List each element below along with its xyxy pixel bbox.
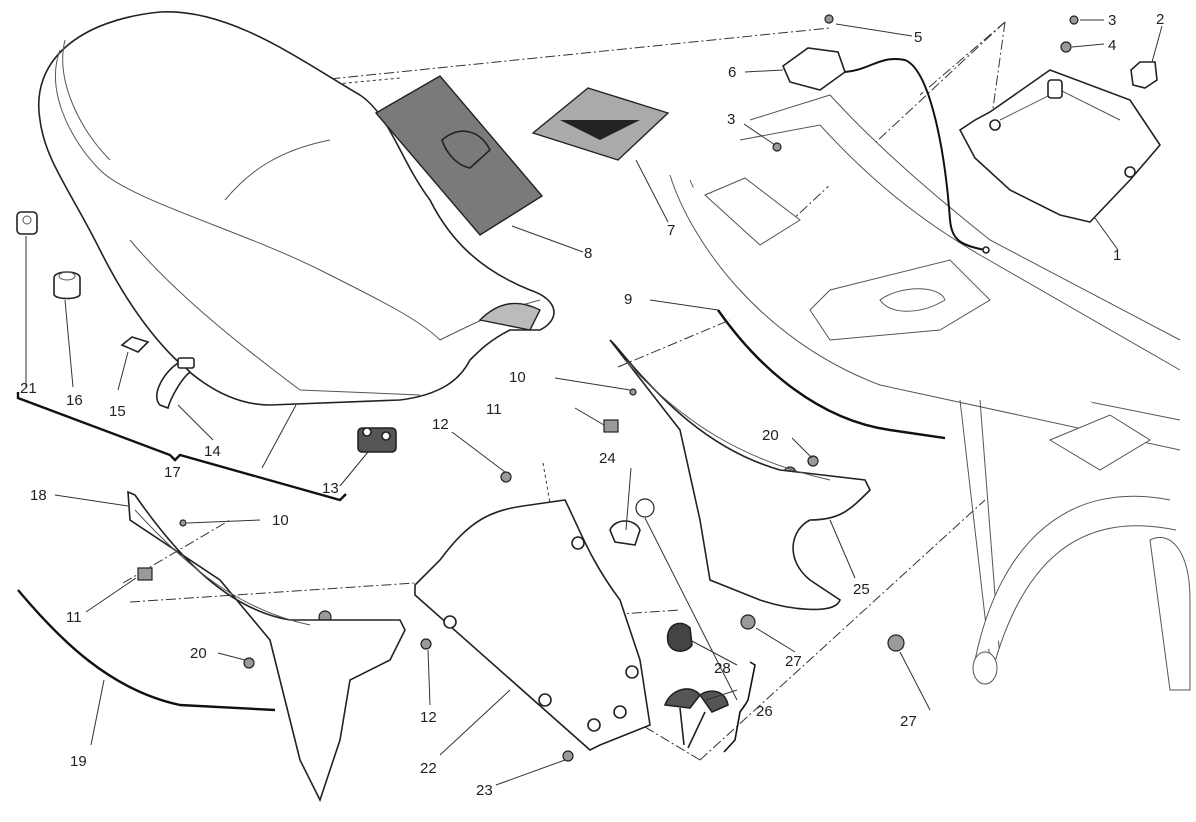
callout-28[interactable]: 28	[714, 660, 731, 677]
callout-6[interactable]: 6	[728, 64, 736, 81]
trim-strip-left-19[interactable]	[17, 589, 276, 712]
callout-3[interactable]: 3	[1108, 12, 1116, 29]
callout-25[interactable]: 25	[853, 581, 870, 598]
callout-14[interactable]: 14	[204, 443, 221, 460]
callout-3[interactable]: 3	[727, 111, 735, 128]
clip-21[interactable]	[16, 211, 38, 235]
seat-lock-6[interactable]	[782, 47, 990, 254]
bushing-24[interactable]	[609, 520, 641, 546]
rubber-buffer-16[interactable]	[53, 271, 81, 300]
callout-7[interactable]: 7	[667, 222, 675, 239]
callout-11[interactable]: 11	[66, 609, 82, 626]
callout-27[interactable]: 27	[900, 713, 917, 730]
callout-1[interactable]: 1	[1113, 247, 1121, 264]
callouts: 1 2 3 3 4 5 6 7 8 9 10 10 11 11 12 12 13…	[20, 11, 1164, 799]
callout-24[interactable]: 24	[599, 450, 616, 467]
callout-12[interactable]: 12	[420, 709, 437, 726]
rear-frame	[669, 94, 1191, 691]
seat-pad-13[interactable]	[357, 427, 397, 453]
callout-18[interactable]: 18	[30, 487, 47, 504]
callout-22[interactable]: 22	[420, 760, 437, 777]
callout-27[interactable]: 27	[785, 653, 802, 670]
callout-12[interactable]: 12	[432, 416, 449, 433]
callout-26[interactable]: 26	[756, 703, 773, 720]
trim-strip-9[interactable]	[717, 309, 946, 440]
callout-11[interactable]: 11	[486, 401, 502, 418]
leader-lines	[25, 19, 1163, 786]
callout-5[interactable]: 5	[914, 29, 922, 46]
key-set-26[interactable]	[663, 661, 756, 753]
callout-21[interactable]: 21	[20, 380, 37, 397]
callout-8[interactable]: 8	[584, 245, 592, 262]
strap-loop-14[interactable]	[156, 357, 195, 410]
side-panel-right-22[interactable]	[414, 499, 651, 751]
owners-manual-7[interactable]	[531, 87, 670, 161]
callout-20[interactable]: 20	[190, 645, 207, 662]
seat-bracket-line	[16, 392, 347, 502]
callout-15[interactable]: 15	[109, 403, 126, 420]
side-panel-left-18[interactable]	[127, 490, 406, 803]
document-wallet-8[interactable]	[374, 75, 544, 236]
callout-10[interactable]: 10	[272, 512, 289, 529]
callout-4[interactable]: 4	[1108, 37, 1116, 54]
cap-2[interactable]	[1130, 61, 1158, 89]
callout-16[interactable]: 16	[66, 392, 83, 409]
seat[interactable]	[37, 11, 555, 406]
callout-20[interactable]: 20	[762, 427, 779, 444]
clip-15[interactable]	[120, 336, 150, 353]
callout-19[interactable]: 19	[70, 753, 87, 770]
callout-13[interactable]: 13	[322, 480, 339, 497]
callout-9[interactable]: 9	[624, 291, 632, 308]
lock-cylinder-28[interactable]	[666, 622, 693, 652]
lock-bracket-box-1[interactable]	[958, 69, 1162, 223]
callout-17[interactable]: 17	[164, 464, 181, 481]
callout-2[interactable]: 2	[1156, 11, 1164, 28]
callout-23[interactable]: 23	[476, 782, 493, 799]
callout-10[interactable]: 10	[509, 369, 526, 386]
side-panel-cover-25[interactable]	[609, 339, 871, 611]
